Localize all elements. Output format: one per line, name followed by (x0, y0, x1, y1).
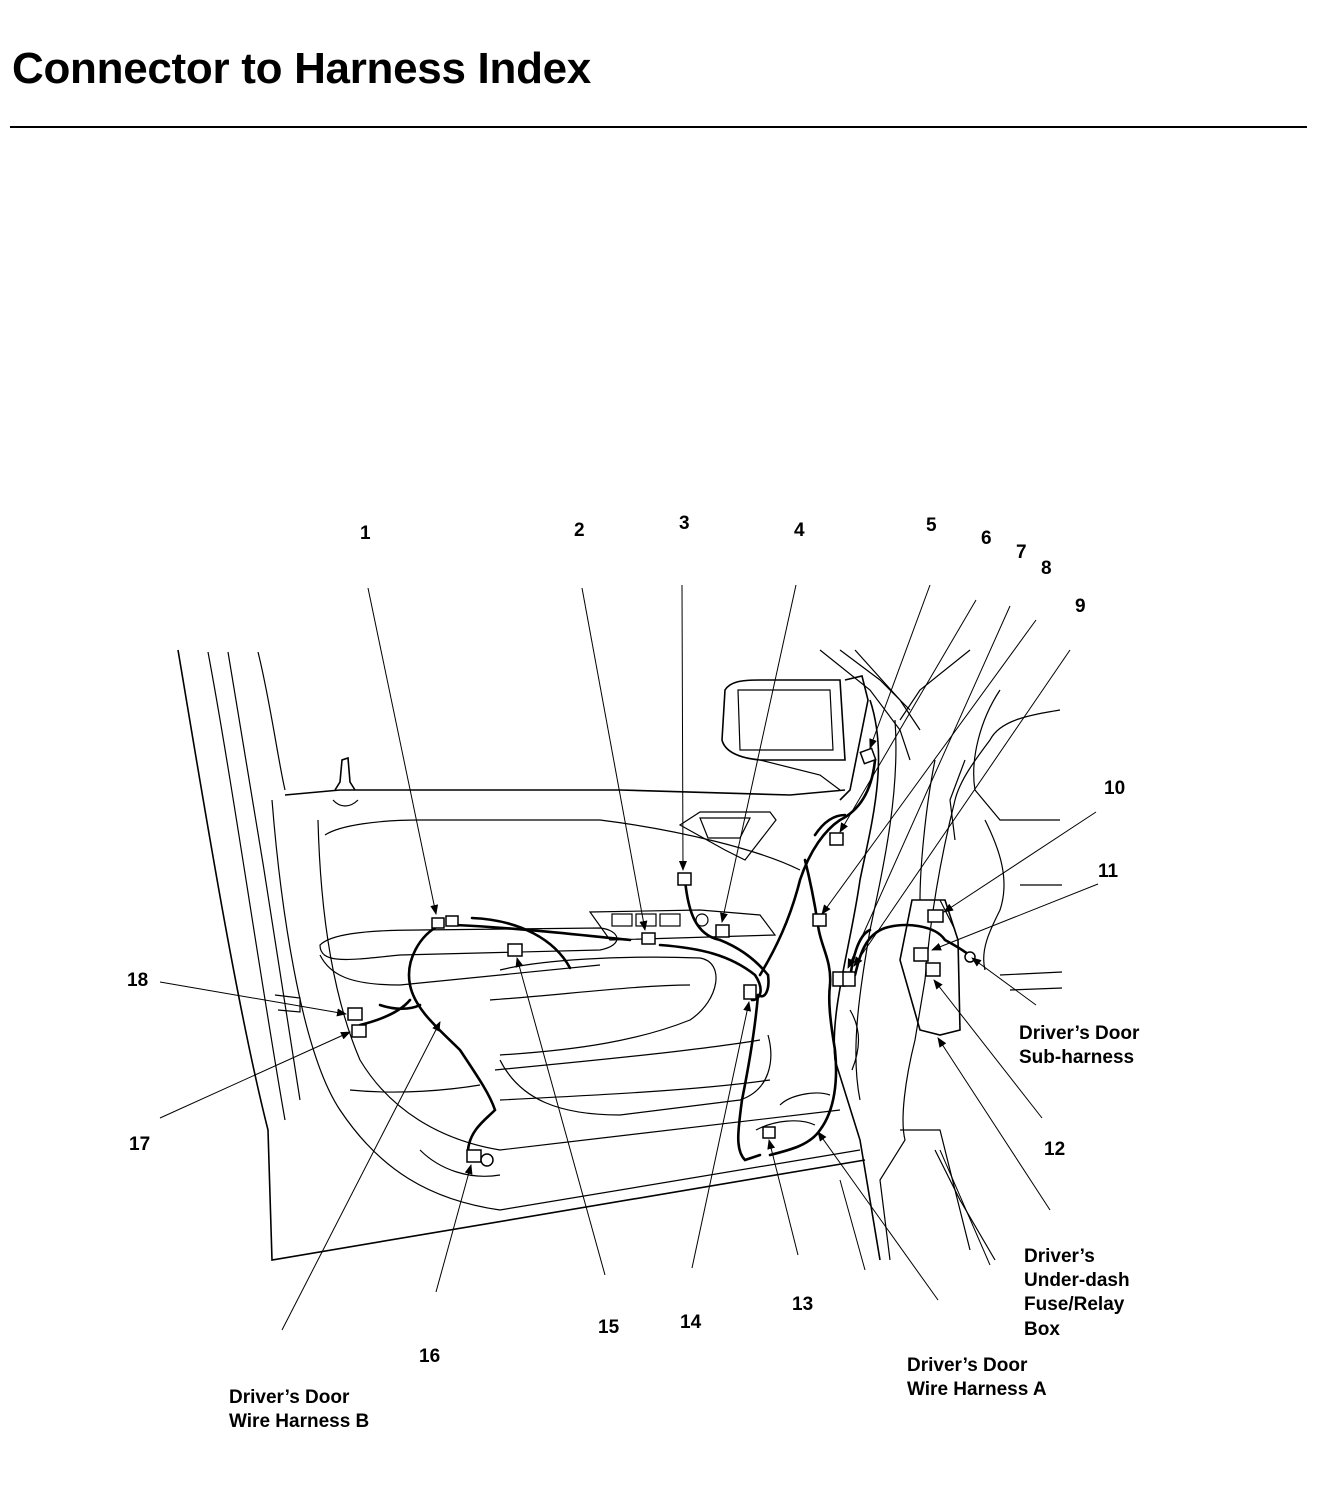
connector-12 (925, 962, 941, 977)
label-fuse-box-line1: Driver’s (1024, 1246, 1095, 1267)
connector-9b (842, 971, 856, 987)
connector-10 (927, 909, 944, 923)
callout-1: 1 (360, 523, 371, 544)
leader-lines (159, 584, 1099, 1331)
connector-14 (743, 984, 757, 1000)
callout-8: 8 (1041, 558, 1052, 579)
connector-13 (762, 1126, 776, 1139)
connector-11a (913, 947, 929, 962)
label-harness-b-line1: Driver’s Door (229, 1387, 350, 1408)
callout-6: 6 (981, 528, 992, 549)
callout-5: 5 (926, 515, 937, 536)
callout-3: 3 (679, 513, 690, 534)
label-fuse-box-line2: Under-dash (1024, 1270, 1130, 1291)
callout-14: 14 (680, 1312, 702, 1333)
connector-11-plug (964, 951, 976, 963)
connector-2 (641, 932, 656, 945)
callout-4: 4 (794, 520, 805, 541)
door-panel-drawing (177, 649, 1063, 1261)
connector-4 (715, 924, 730, 938)
callout-12: 12 (1044, 1139, 1065, 1160)
callout-2: 2 (574, 520, 585, 541)
label-harness-a-line2: Wire Harness A (907, 1379, 1047, 1400)
callout-13: 13 (792, 1294, 813, 1315)
connector-16 (466, 1149, 482, 1163)
connector-3 (677, 872, 692, 886)
connector-18 (347, 1007, 363, 1021)
callout-17: 17 (129, 1134, 150, 1155)
label-fuse-box-line4: Box (1024, 1319, 1060, 1340)
label-harness-b-line2: Wire Harness B (229, 1411, 369, 1432)
label-fuse-box-line3: Fuse/Relay (1024, 1294, 1125, 1315)
wire-harnesses (358, 758, 977, 1162)
connector-8 (812, 913, 827, 927)
title-divider (10, 126, 1307, 128)
harness-labels: Driver’s Door Sub-harness Driver’s Under… (229, 1023, 1140, 1432)
callout-16: 16 (419, 1346, 440, 1367)
connectors (347, 747, 976, 1167)
connector-15 (507, 943, 523, 957)
label-harness-a-line1: Driver’s Door (907, 1355, 1028, 1376)
page-title: Connector to Harness Index (12, 44, 591, 93)
callout-9: 9 (1075, 596, 1086, 617)
connector-16-plug (480, 1153, 494, 1167)
connector-5 (859, 747, 877, 765)
callout-numbers: 1 2 3 4 5 6 7 8 9 10 11 12 13 14 15 16 1… (127, 513, 1125, 1367)
callout-18: 18 (127, 970, 148, 991)
label-sub-harness-line2: Sub-harness (1019, 1047, 1134, 1068)
label-sub-harness-line1: Driver’s Door (1019, 1023, 1140, 1044)
callout-15: 15 (598, 1317, 620, 1338)
connector-17 (351, 1024, 367, 1038)
connector-1b (445, 915, 459, 927)
connector-6 (829, 832, 844, 846)
callout-11: 11 (1098, 861, 1119, 882)
callout-7: 7 (1016, 542, 1027, 563)
connector-1 (431, 917, 445, 929)
callout-10: 10 (1104, 778, 1125, 799)
